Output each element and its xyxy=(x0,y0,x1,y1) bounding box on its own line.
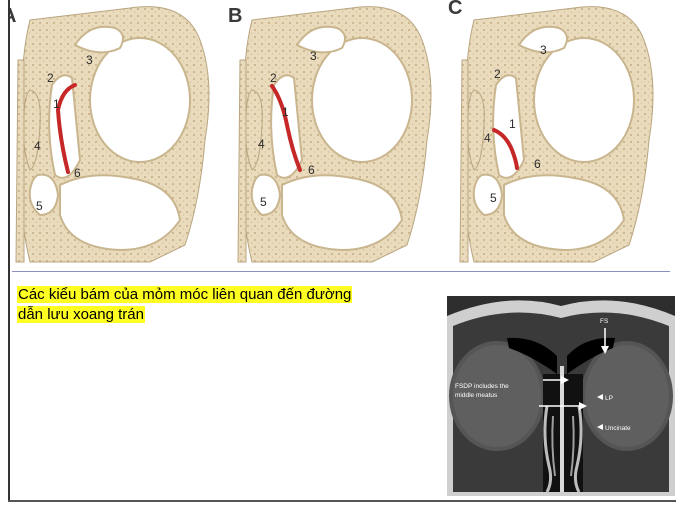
slide-caption: Các kiểu bám của mỏm móc liên quan đến đ… xyxy=(17,285,427,325)
uncinate-process-a xyxy=(55,83,77,174)
label-1: 1 xyxy=(509,117,516,131)
label-3: 3 xyxy=(86,53,93,67)
panel-letter-c: C xyxy=(448,0,462,19)
slide-left-border xyxy=(8,0,10,502)
panel-c: C 1 2 3 4 5 6 xyxy=(448,0,654,263)
label-2: 2 xyxy=(270,71,277,85)
label-2: 2 xyxy=(494,67,501,81)
label-lp: LP xyxy=(605,395,613,402)
caption-line-1: Các kiểu bám của mỏm móc liên quan đến đ… xyxy=(17,286,353,303)
panel-b: B 1 2 3 4 5 6 xyxy=(228,5,432,263)
label-uncinate: Uncinate xyxy=(605,425,631,432)
label-6: 6 xyxy=(534,157,541,171)
label-4: 4 xyxy=(258,137,265,151)
caption-line-2: dẫn lưu xoang trán xyxy=(17,306,145,323)
uncinate-process-c xyxy=(492,128,519,170)
label-3: 3 xyxy=(310,49,317,63)
label-4: 4 xyxy=(484,131,491,145)
label-5: 5 xyxy=(260,195,267,209)
label-fs: FS xyxy=(600,318,609,325)
uncinate-process-b xyxy=(270,84,302,172)
label-4: 4 xyxy=(34,139,41,153)
label-1: 1 xyxy=(53,97,60,111)
label-fsdp-line-1: FSDP includes the xyxy=(455,383,509,390)
label-5: 5 xyxy=(36,199,43,213)
divider-line xyxy=(12,271,670,272)
panel-a: A 1 2 3 4 5 6 xyxy=(10,5,210,263)
label-3: 3 xyxy=(540,43,547,57)
label-fsdp-line-2: middle meatus xyxy=(455,392,498,399)
panel-letter-a: A xyxy=(10,5,16,27)
ct-scan-image: FS FSDP includes the middle meatus LP Un… xyxy=(447,296,675,496)
panel-letter-b: B xyxy=(228,5,242,27)
label-2: 2 xyxy=(47,71,54,85)
label-6: 6 xyxy=(308,163,315,177)
label-6: 6 xyxy=(74,166,81,180)
label-5: 5 xyxy=(490,191,497,205)
label-1: 1 xyxy=(282,105,289,119)
uncinate-attachment-diagram: A 1 2 3 4 5 6 B 1 2 3 4 5 6 C 1 2 3 xyxy=(10,0,654,263)
slide-bottom-border xyxy=(8,500,676,502)
